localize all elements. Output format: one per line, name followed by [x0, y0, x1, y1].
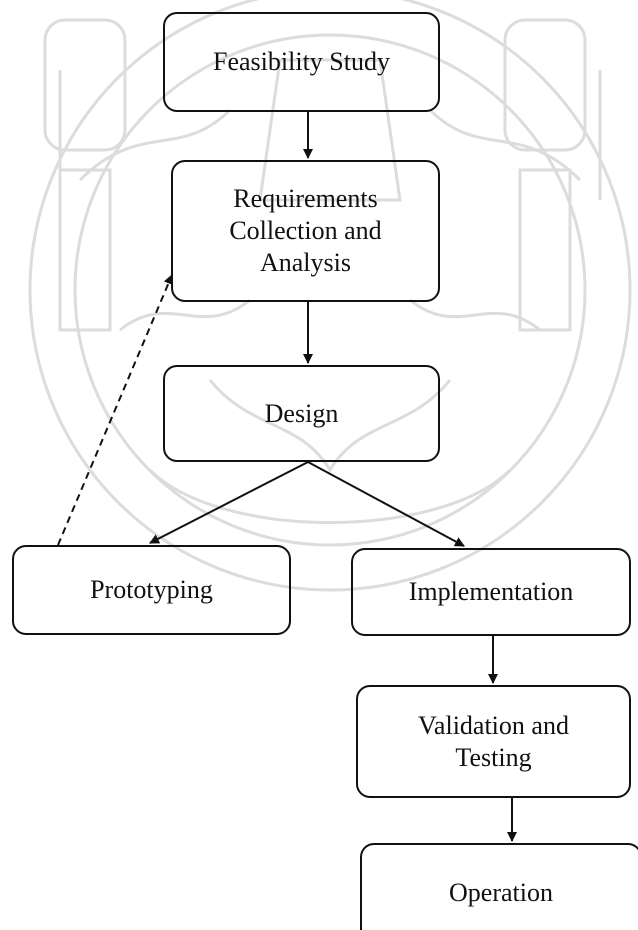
node-label: Implementation [408, 577, 574, 607]
node-label: Requirements Collection and Analysis [229, 184, 382, 277]
node-label: Validation and Testing [418, 710, 569, 772]
node-label: Feasibility Study [213, 47, 390, 77]
node-label: Operation [449, 878, 553, 908]
node-requirements-collection-analysis: Requirements Collection and Analysis [171, 160, 440, 302]
node-operation: Operation [360, 843, 638, 930]
arrow-design-to-prototyping [149, 461, 309, 544]
node-implementation: Implementation [351, 548, 631, 636]
node-feasibility-study: Feasibility Study [163, 12, 440, 112]
node-validation-testing: Validation and Testing [356, 685, 631, 798]
node-label: Design [264, 398, 339, 428]
node-design: Design [163, 365, 440, 462]
arrow-prototyping-to-requirements-dashed [57, 274, 174, 546]
node-label: Prototyping [90, 575, 213, 605]
arrow-design-to-implementation [307, 461, 465, 547]
node-prototyping: Prototyping [12, 545, 291, 635]
